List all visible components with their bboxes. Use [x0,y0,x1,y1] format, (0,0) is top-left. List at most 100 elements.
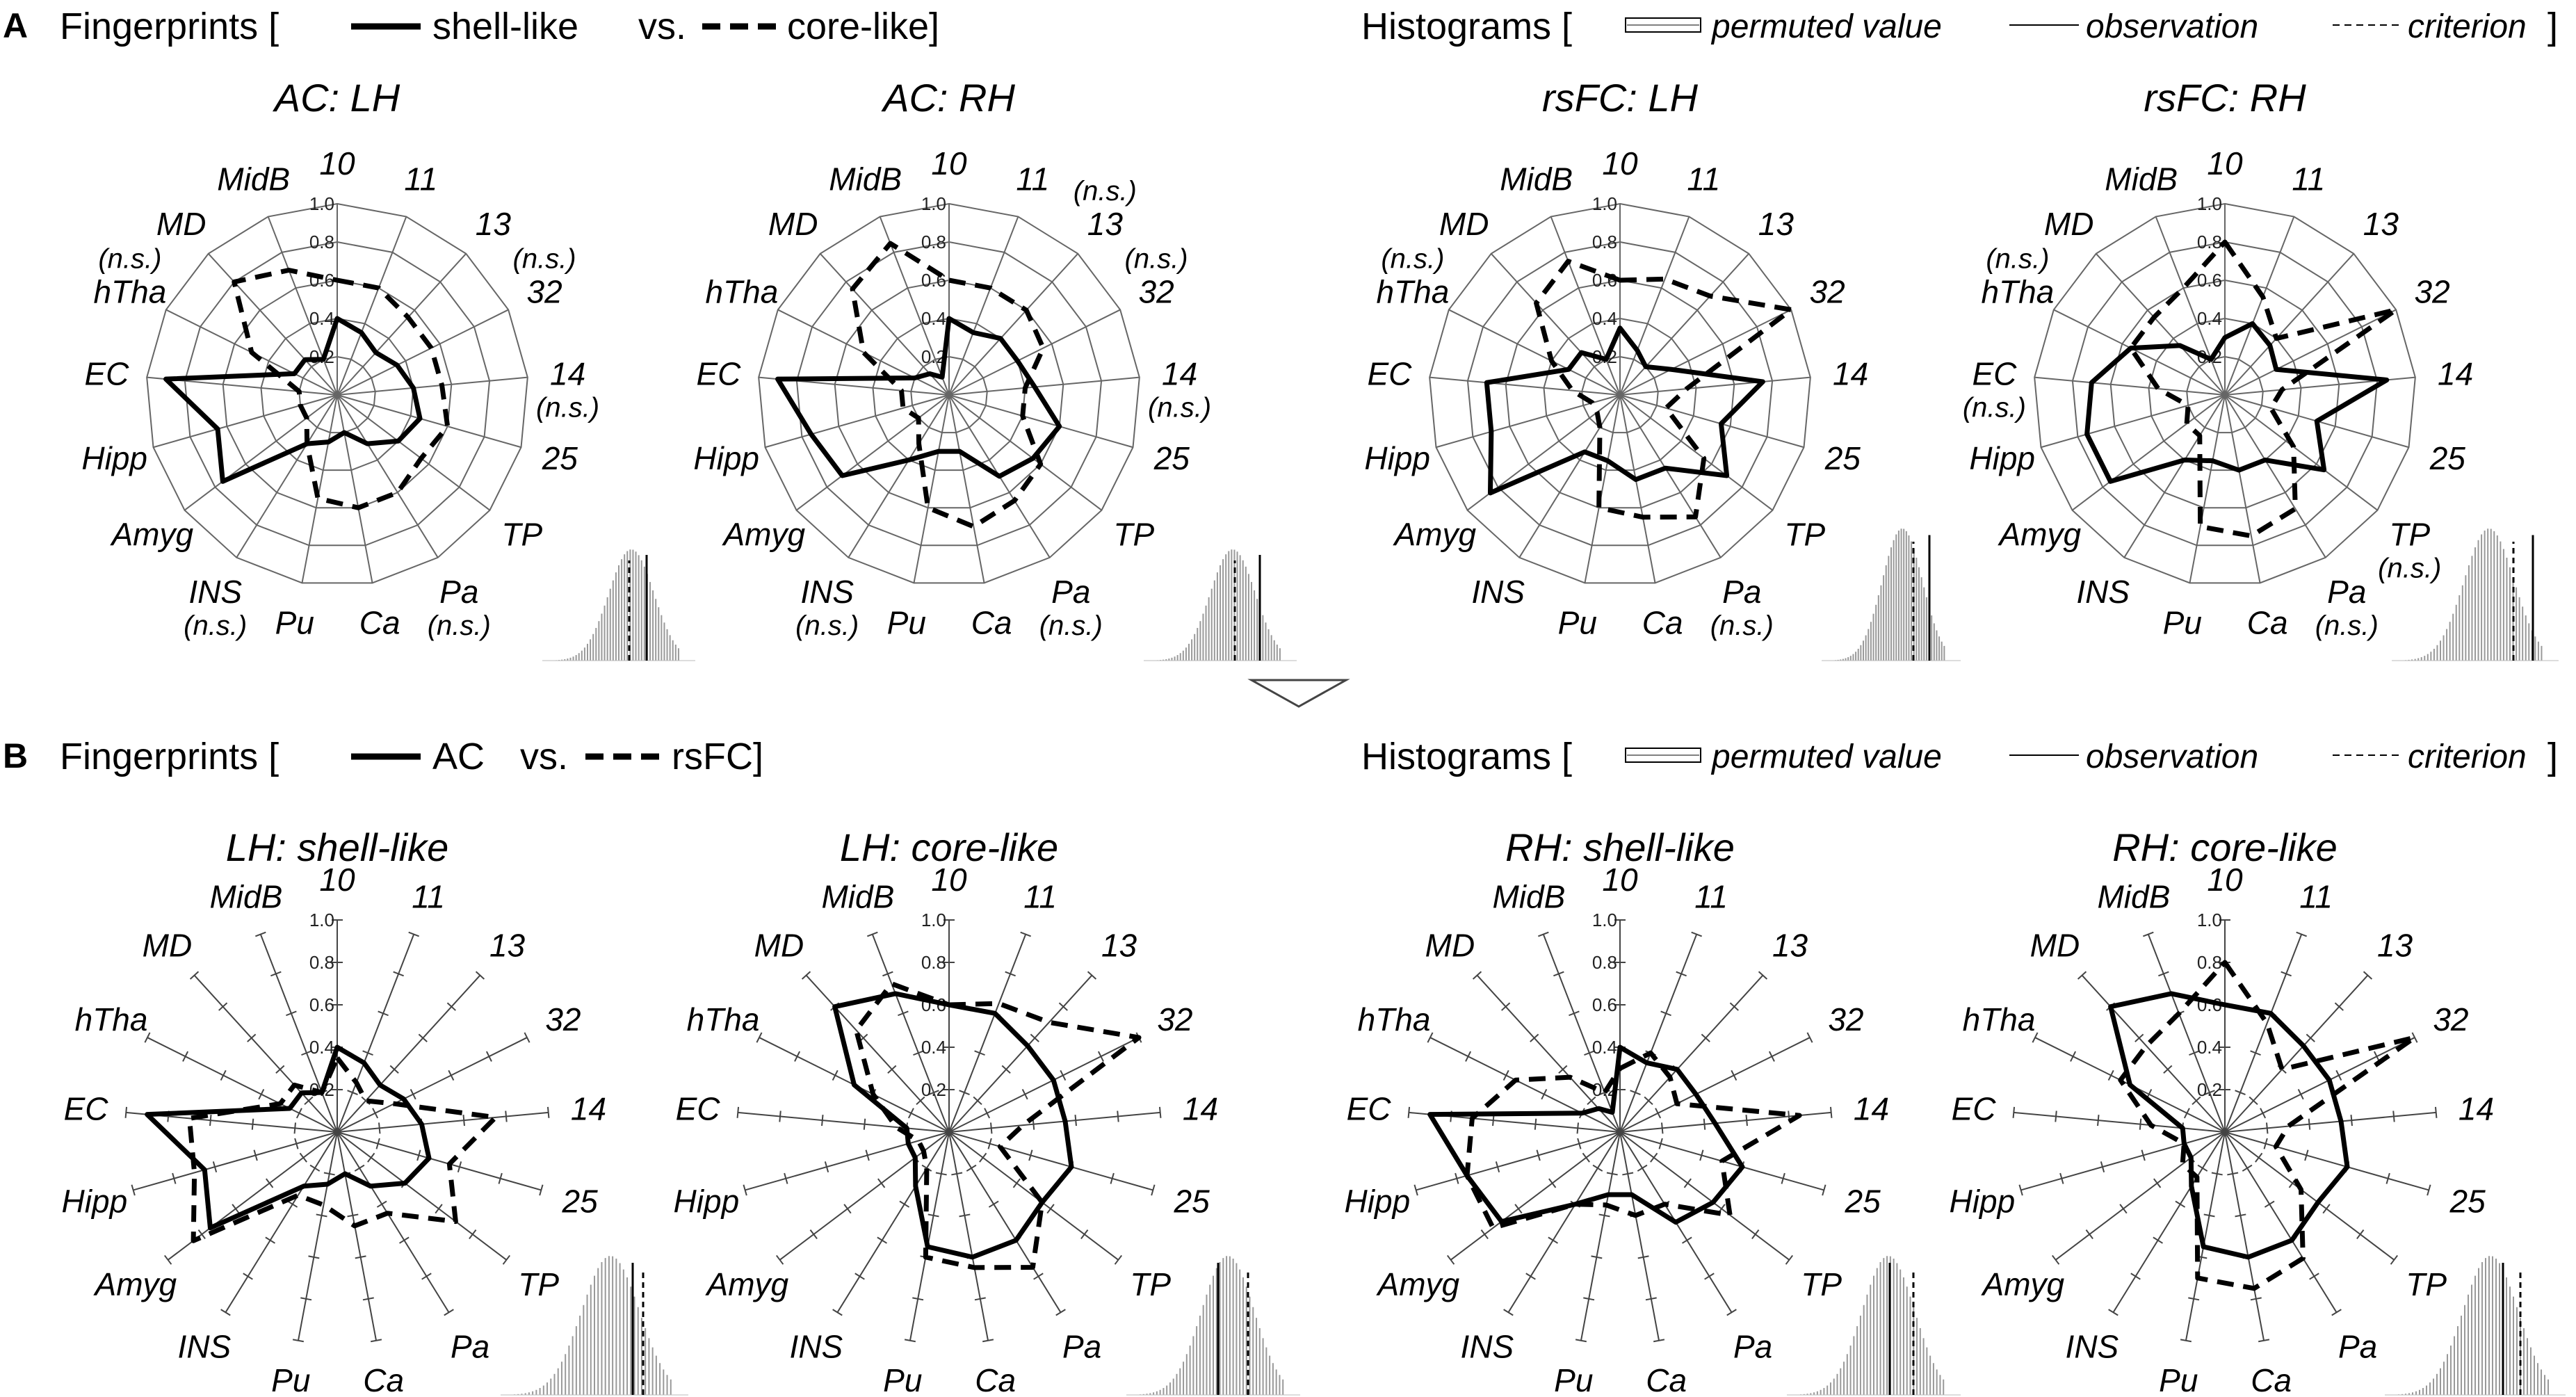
axis-label: Pa [1733,1329,1772,1365]
grid-tick [1699,1149,1704,1161]
grid-ring [795,241,1103,547]
grid-spoke [2224,934,2303,1133]
grid-tick [1630,1090,1641,1095]
axis-label: 32 [1157,1001,1192,1037]
grid-spoke [2224,394,2261,583]
grid-tick [794,1051,801,1062]
grid-spoke [1450,1131,1621,1261]
axis-label: Amyg [1376,1266,1460,1302]
grid-tick [2322,1204,2331,1214]
axis-label: 14 [1854,1091,1889,1127]
axis-label: 14 [1162,355,1197,391]
grid-tick [2175,1200,2186,1208]
histogram-inset [2385,1256,2566,1396]
grid-tick [2211,1172,2223,1176]
tick-label: 0.8 [2197,232,2222,252]
grid-tick [973,1096,982,1106]
grid-tick [299,1152,307,1163]
grid-tick [1701,1033,1710,1042]
axis-label: 11 [404,161,437,197]
grid-spoke [777,309,950,396]
grid-tick [1575,1339,1587,1343]
grid-tick [1676,971,1687,977]
axis-label: 25 [1824,440,1861,476]
grid-spoke [2224,1037,2415,1133]
grid-tick [2235,1090,2246,1095]
grid-tick [1584,1050,1595,1056]
axis-label: Pa [1051,574,1090,610]
grid-tick [2183,1108,2190,1119]
grid-tick [1582,1152,1590,1163]
axis-label: INS [2076,574,2130,610]
grid-tick [784,1172,788,1184]
axis-label: EC [84,355,129,391]
grid-tick [882,971,893,977]
grid-tick [2018,1184,2023,1196]
series-line [1484,325,1765,496]
grid-spoke [948,1131,1119,1261]
axis-label: MidB [217,161,290,197]
grid-spoke [337,394,521,449]
axis-label: EC [1347,1091,1392,1127]
axis-label: Pu [1554,1362,1593,1397]
grid-tick [2427,1184,2431,1196]
axis-label: Hipp [1969,440,2035,476]
grid-tick [1751,1229,1760,1240]
grid-tick [375,1138,380,1149]
panel-b-header: B Fingerprints [ AC vs. rsFC] Histograms… [3,736,2558,777]
axis-label: EC [676,1091,721,1127]
histogram-inset [1787,1256,1961,1396]
grid-spoke [1550,216,1621,396]
grid-tick [323,1172,335,1176]
grid-tick [984,1108,991,1119]
grid-tick [1745,1115,1748,1127]
grid-ring [1466,241,1774,547]
axis-label: 32 [527,274,562,310]
grid-spoke [337,394,491,511]
grid-spoke [1619,934,1698,1133]
axis-label: MD [1425,928,1475,964]
grid-tick [863,1118,866,1130]
axis-label: 25 [2429,440,2466,476]
axis-label: hTha [1358,1001,1431,1037]
grid-tick [1005,971,1016,977]
grid-tick [1502,1069,1509,1081]
tick-label: 0.4 [2197,308,2222,329]
axis-note: (n.s.) [1148,392,1211,423]
tick-label: 0.4 [921,1037,946,1058]
grid-ring [146,202,528,584]
grid-ring [1505,279,1735,509]
grid-tick [189,971,200,980]
grid-tick [1806,1032,1813,1043]
grid-spoke [2224,394,2326,558]
grid-tick [2108,1309,2119,1316]
grid-tick [448,1069,455,1081]
axis-label: 25 [562,1183,599,1219]
grid-spoke [948,376,1140,396]
grid-tick [370,1339,382,1343]
tick-label: 0.8 [921,952,946,973]
grid-tick [2203,1213,2215,1218]
grid-tick [1001,1065,1011,1074]
grid-tick [300,1297,312,1301]
grid-spoke [2224,974,2369,1133]
grid-spoke [948,934,1027,1133]
series-line [832,991,1074,1260]
axis-label: INS [188,574,242,610]
grid-ring [1429,202,1811,584]
hist-b-close: ] [2547,736,2558,777]
grid-tick [485,1051,492,1062]
grid-tick [421,1273,432,1280]
tick-label: 0.4 [1592,1037,1617,1058]
grid-spoke [2155,216,2226,396]
grid-spoke [948,309,1121,396]
grid-tick [2227,1172,2239,1176]
series-line [2084,321,2390,484]
series-line [1427,1044,1745,1225]
series-line [853,981,1142,1270]
grid-tick [255,931,266,937]
grid-spoke [2224,253,2355,396]
